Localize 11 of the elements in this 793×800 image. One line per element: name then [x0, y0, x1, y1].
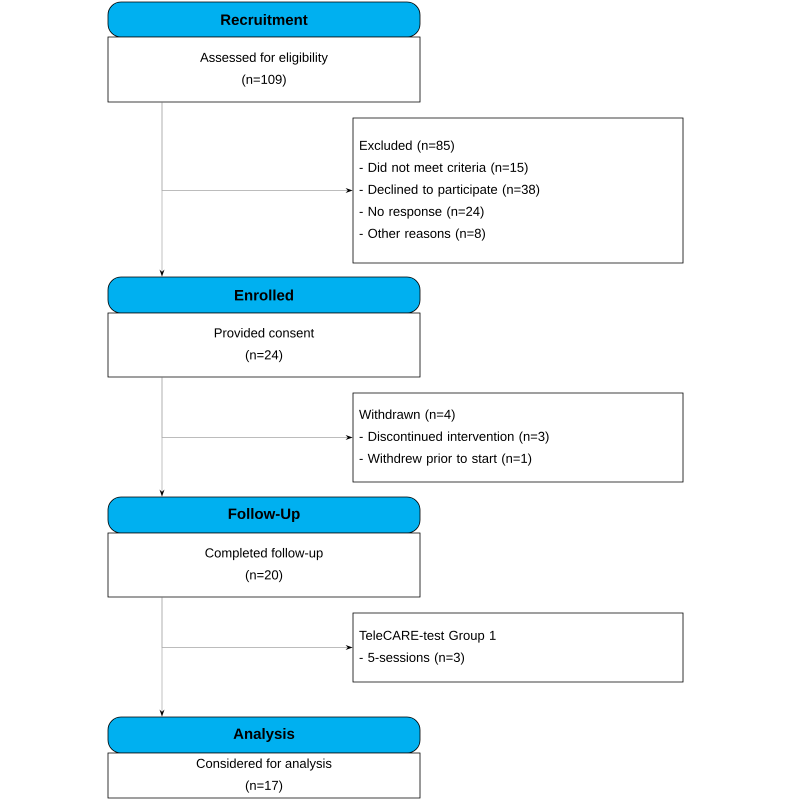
process-box: Assessed for eligibility (n=109) [108, 36, 420, 102]
stage-header: Analysis [108, 716, 420, 754]
side-box: Withdrawn (n=4) - Discontinued intervention (n=3) - Withdrew prior to start (n=1) [352, 392, 684, 482]
process-box: Considered for analysis (n=17) [108, 752, 420, 798]
stage-header: Enrolled [108, 276, 420, 314]
stage-header: Recruitment [108, 2, 420, 38]
process-box: Provided consent (n=24) [108, 312, 420, 378]
process-box: Completed follow-up (n=20) [108, 532, 420, 598]
side-box: TeleCARE-test Group 1 - 5-sessions (n=3) [352, 612, 684, 682]
stage-header: Follow-Up [108, 496, 420, 534]
side-box: Excluded (n=85) - Did not meet criteria (n=15) - Declined to participate (n=38) - No response (n=24) - Other reasons (n=8) [352, 118, 684, 264]
